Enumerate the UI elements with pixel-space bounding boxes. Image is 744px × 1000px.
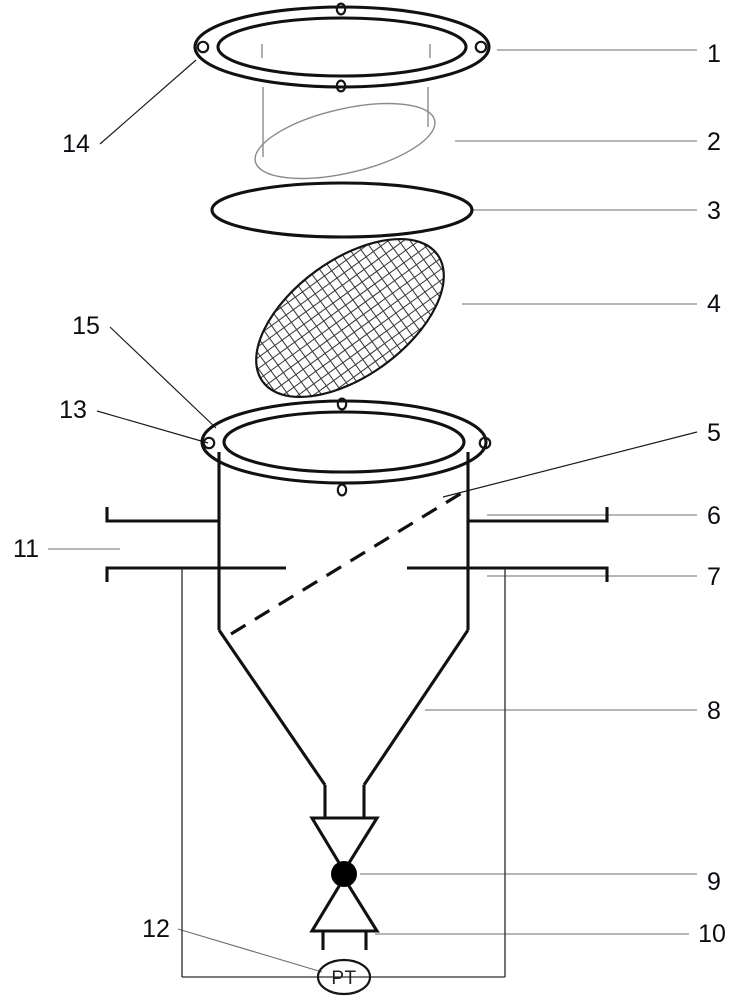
lower-ring-bolt-hole-bottom	[336, 483, 348, 497]
component-pressure-transmitter[interactable]: PT	[316, 958, 372, 996]
upper-ring-bolt-hole-right	[474, 40, 488, 54]
ref-num-9: 9	[707, 868, 721, 896]
component-butterfly-valve[interactable]	[309, 816, 380, 950]
tilted-disc-ellipse	[254, 102, 436, 180]
leader-lines-right	[360, 49, 698, 935]
leader-line-12	[177, 928, 323, 973]
pressure-transmitter-tag: PT	[331, 968, 356, 989]
lower-ring-bolt-hole-left	[202, 436, 216, 450]
ref-num-11: 11	[13, 535, 39, 563]
reference-numerals: 1 2 3 4 5 6 7 8 9 10 11 12 13 14 15	[13, 40, 726, 948]
leader-line-5	[442, 431, 698, 498]
upper-ring-bolt-hole-top	[335, 2, 347, 16]
component-flat-cover-plate[interactable]	[210, 181, 474, 239]
internal-dashed-line	[230, 489, 466, 636]
component-vessel-assembly[interactable]	[105, 452, 609, 978]
ref-num-4: 4	[707, 290, 721, 318]
ref-num-3: 3	[707, 197, 721, 225]
ref-num-6: 6	[707, 502, 721, 530]
lower-flange-plate-left	[105, 566, 286, 582]
upper-ring-bolt-hole-left	[196, 40, 210, 54]
leader-line-14	[99, 59, 197, 145]
leader-line-13	[96, 410, 209, 444]
valve-body-upper-triangle	[309, 816, 380, 874]
valve-body-lower-triangle	[309, 875, 380, 933]
hopper-cone-right	[362, 629, 470, 786]
lower-ring-bolt-hole-top	[336, 397, 348, 411]
flat-cover-plate-ellipse	[210, 181, 474, 239]
component-upper-clamping-ring[interactable]	[193, 2, 491, 157]
lower-ring-outer-ellipse	[200, 399, 488, 485]
upper-flange-plate-right	[468, 507, 609, 523]
ref-num-5: 5	[707, 419, 721, 447]
lower-ring-bolt-hole-right	[478, 436, 492, 450]
pressure-transmitter-bubble	[316, 958, 372, 996]
ref-num-14: 14	[62, 130, 90, 158]
lower-flange-plate-right	[407, 566, 609, 582]
component-tilted-gasket-disc[interactable]	[248, 89, 442, 193]
valve-actuator-hub-icon	[331, 861, 357, 887]
upper-ring-inner-ellipse	[216, 16, 468, 78]
lower-ring-inner-ellipse	[222, 410, 466, 474]
ref-num-2: 2	[707, 128, 721, 156]
upper-ring-outer-ellipse	[193, 5, 491, 89]
component-lower-clamping-ring[interactable]	[200, 397, 492, 497]
ref-num-10: 10	[698, 920, 726, 948]
mesh-screen-fill	[256, 239, 444, 397]
ref-num-8: 8	[707, 697, 721, 725]
leader-lines-left	[48, 59, 323, 973]
ref-num-13: 13	[59, 396, 87, 424]
ref-num-7: 7	[707, 563, 721, 591]
component-filter-mesh-screen[interactable]	[227, 206, 473, 432]
ref-num-12: 12	[142, 915, 170, 943]
upper-flange-plate-left	[105, 507, 219, 523]
ref-num-15: 15	[72, 312, 100, 340]
ref-num-1: 1	[707, 40, 721, 68]
hopper-cone-left	[217, 629, 327, 786]
upper-ring-bolt-hole-bottom	[335, 79, 347, 93]
mesh-screen-outline	[255, 237, 445, 399]
leader-line-15	[109, 326, 217, 429]
